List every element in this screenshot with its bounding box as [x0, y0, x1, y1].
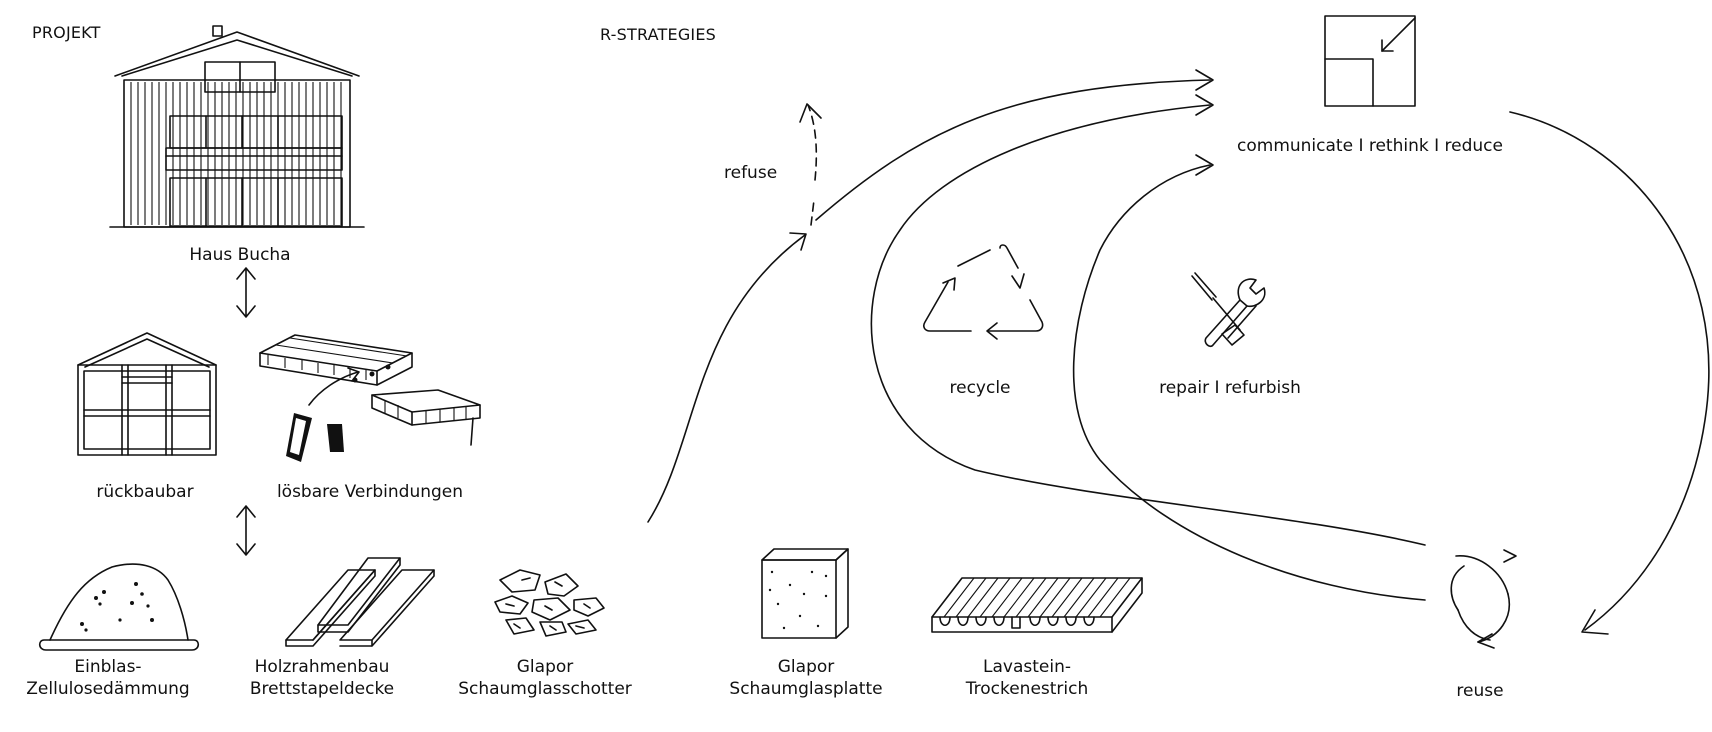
dowel-connection-icon: [259, 334, 481, 462]
glass-foam-slab-icon: [761, 548, 849, 639]
double-arrow-icon: [236, 505, 256, 556]
repair-label: repair I refurbish: [1159, 378, 1301, 398]
recycle-label: recycle: [949, 378, 1011, 398]
cellulose-pile-icon: [38, 563, 200, 651]
material-line: Einblas-: [74, 657, 142, 677]
reuse-label: reuse: [1456, 681, 1504, 701]
material-line: Glapor: [777, 657, 835, 677]
flow-arrows: [647, 69, 1710, 635]
material-line: Lavastein-: [983, 657, 1071, 677]
double-arrow-icon: [236, 267, 256, 318]
material-line: Brettstapeldecke: [249, 679, 395, 699]
material-label: Holzrahmenbau Brettstapeldecke: [250, 656, 394, 700]
material-line: Zellulosedämmung: [26, 679, 190, 699]
material-line: Schaumglasplatte: [729, 679, 883, 699]
material-label: Einblas- Zellulosedämmung: [26, 656, 189, 700]
wrench-screwdriver-icon: [1191, 272, 1266, 348]
reuse-circle-icon: [1450, 549, 1517, 649]
principle-label: rückbaubar: [96, 482, 194, 502]
project-heading: PROJEKT: [32, 23, 101, 42]
decking-screed-icon: [931, 577, 1143, 633]
corner-arrow-square-icon: [1324, 15, 1416, 107]
material-line: Schaumglasschotter: [458, 679, 632, 699]
principle-label: lösbare Verbindungen: [276, 482, 464, 502]
material-label: Glapor Schaumglasschotter: [458, 656, 632, 700]
timber-boards-icon: [285, 557, 435, 647]
material-line: Glapor: [516, 657, 574, 677]
material-label: Lavastein- Trockenestrich: [966, 656, 1089, 700]
recycle-triangle-icon: [923, 244, 1044, 340]
house-label: Haus Bucha: [189, 245, 291, 265]
refuse-label: refuse: [724, 163, 778, 183]
house-icon: [109, 25, 365, 228]
communicate-label: communicate I rethink I reduce: [1237, 136, 1503, 156]
material-line: Holzrahmenbau: [254, 657, 390, 677]
material-line: Trockenestrich: [965, 679, 1089, 699]
material-label: Glapor Schaumglasplatte: [729, 656, 882, 700]
gravel-icon: [494, 569, 605, 637]
timber-frame-icon: [77, 332, 217, 456]
strategies-heading: R-STRATEGIES: [600, 25, 717, 44]
